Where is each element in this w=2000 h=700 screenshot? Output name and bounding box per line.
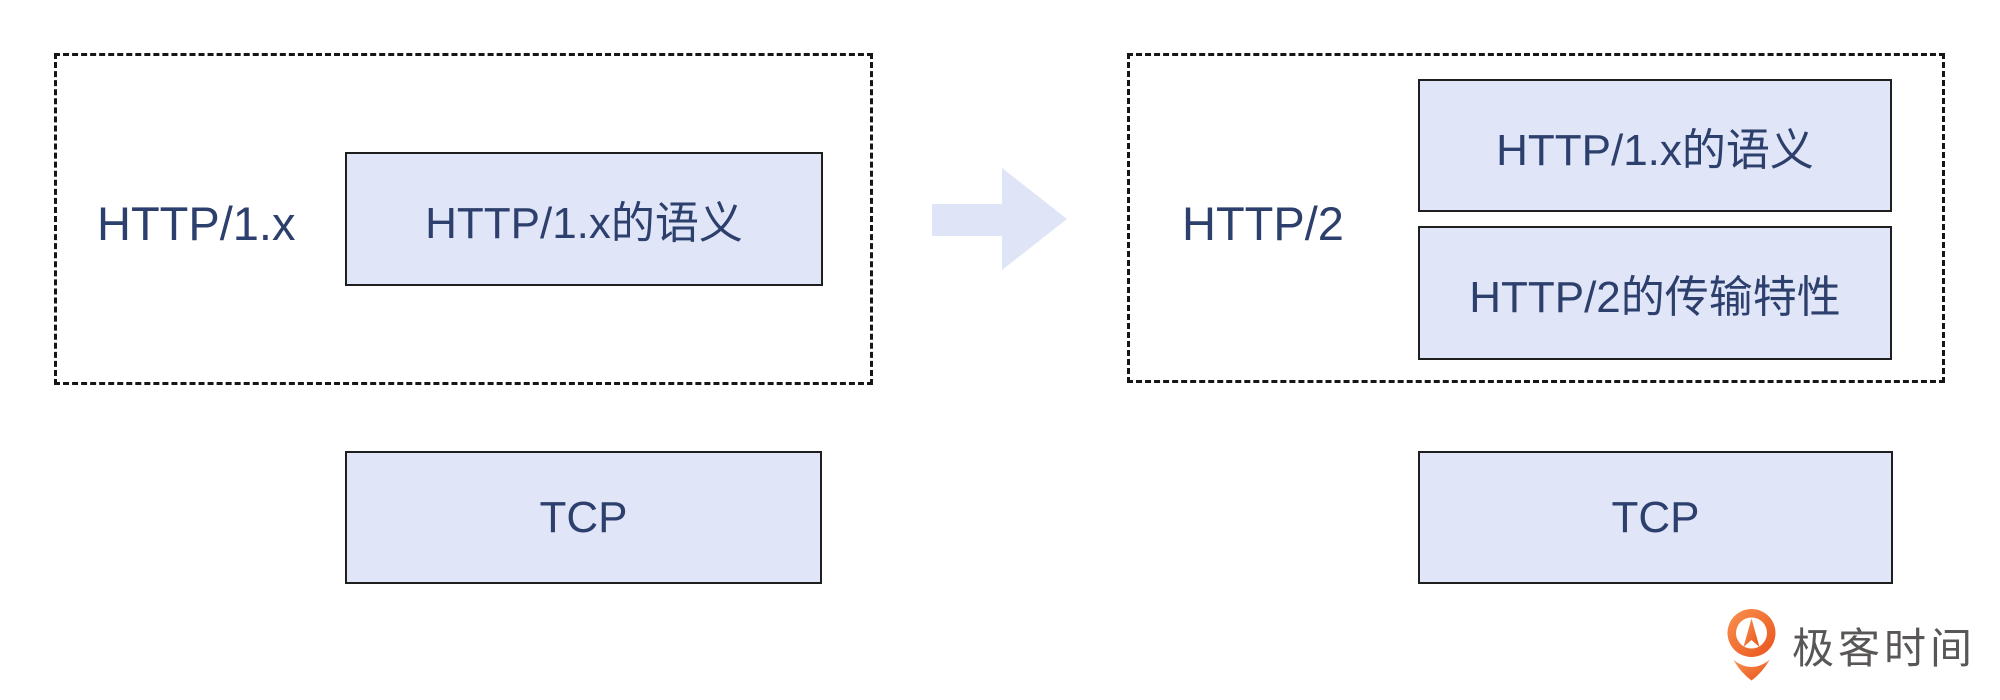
tcp-right-label: TCP <box>1611 492 1700 542</box>
tcp-box-left: TCP <box>345 451 822 584</box>
http2-protocol-group <box>1127 53 1945 383</box>
http2-group-label: HTTP/2 <box>1182 197 1344 250</box>
http2-semantics-label: HTTP/1.x的语义 <box>1496 125 1814 175</box>
http1x-protocol-group <box>54 53 873 385</box>
tcp-box-right: TCP <box>1418 451 1893 584</box>
http2-transport-box: HTTP/2的传输特性 <box>1418 226 1892 360</box>
geektime-logo-text: 极客时间 <box>1792 625 1977 672</box>
evolution-right-arrow-icon <box>925 160 1070 278</box>
http1x-group-label: HTTP/1.x <box>97 197 296 250</box>
http1x-semantics-label: HTTP/1.x的语义 <box>425 199 743 248</box>
http2-transport-label: HTTP/2的传输特性 <box>1469 273 1841 322</box>
http1x-semantics-box: HTTP/1.x的语义 <box>345 152 823 286</box>
geektime-logo: 极客时间 <box>1725 608 1976 683</box>
tcp-left-label: TCP <box>539 492 628 542</box>
geektime-logo-icon <box>1727 609 1776 681</box>
http2-semantics-box: HTTP/1.x的语义 <box>1418 79 1892 212</box>
